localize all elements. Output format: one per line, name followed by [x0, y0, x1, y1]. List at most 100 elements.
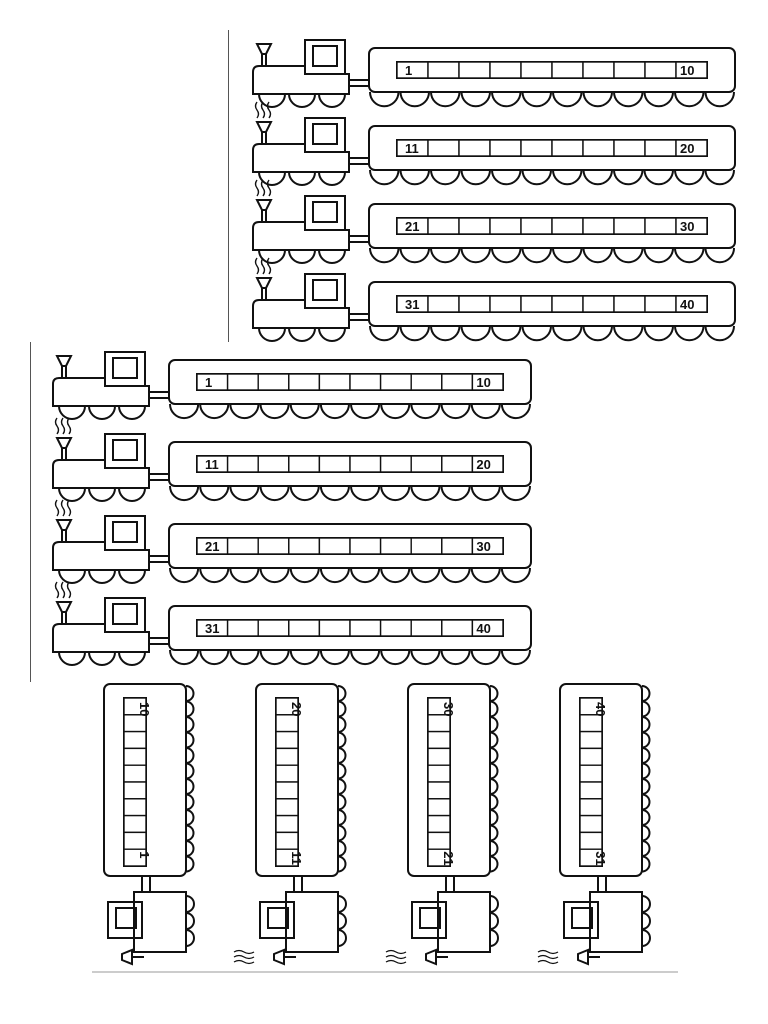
end-number: 40	[476, 621, 490, 636]
wheel-icon	[470, 485, 501, 501]
number-cell	[579, 831, 603, 850]
wheel-icon	[440, 567, 471, 584]
wheel-icon	[582, 247, 613, 264]
number-cell	[318, 619, 351, 637]
wheel-icon	[185, 929, 195, 947]
wheel-icon	[641, 778, 651, 795]
wheel-icon	[704, 169, 735, 186]
wheel-icon	[380, 485, 411, 501]
wheel-icon	[259, 485, 290, 502]
wheel-icon	[521, 325, 552, 342]
wheel-icon	[489, 778, 499, 795]
number-cell	[196, 373, 229, 391]
number-cell	[675, 295, 708, 313]
number-cell	[582, 139, 615, 157]
wheel-icon	[491, 91, 522, 108]
number-cell	[123, 747, 147, 766]
number-cell	[551, 139, 584, 157]
wheel-icon	[410, 649, 441, 666]
wheel-icon	[289, 649, 320, 665]
smoke-stack-icon	[255, 199, 273, 223]
smoke-icon	[537, 949, 559, 965]
number-cell	[579, 798, 603, 817]
number-cell	[551, 217, 584, 235]
wheel-icon	[489, 762, 499, 780]
train-engine-icon	[563, 891, 643, 953]
smoke-stack-icon	[55, 437, 73, 461]
number-cell	[275, 764, 299, 783]
number-cell	[288, 455, 321, 473]
wheel-icon	[185, 747, 195, 764]
wheel-icon	[88, 651, 116, 666]
number-cell	[675, 217, 708, 235]
number-cell	[123, 764, 147, 783]
end-number: 10	[680, 63, 694, 78]
number-cell	[644, 217, 677, 235]
number-cell	[410, 373, 443, 391]
wheel-icon	[185, 912, 195, 930]
wheel-icon	[118, 651, 146, 666]
wheel-icon	[319, 403, 350, 420]
wheel-icon	[318, 93, 346, 108]
number-cell	[644, 139, 677, 157]
wheel-icon	[641, 855, 651, 873]
number-cell	[613, 139, 646, 157]
number-cell	[471, 619, 504, 637]
number-cell	[551, 295, 584, 313]
wheel-icon	[489, 747, 499, 764]
wheel-icon	[489, 685, 499, 702]
wheel-icon	[337, 840, 347, 857]
number-cell	[349, 373, 382, 391]
number-cell	[441, 619, 474, 637]
wheel-icon	[489, 929, 499, 947]
wheel-icon	[337, 731, 347, 749]
wheel-icon	[350, 403, 381, 420]
wheel-icon	[380, 567, 411, 583]
number-cell	[579, 781, 603, 800]
smoke-icon	[385, 949, 407, 965]
number-cell	[582, 217, 615, 235]
number-cell	[458, 139, 491, 157]
wheel-icon	[489, 855, 499, 873]
wheel-icon	[674, 247, 705, 264]
wheel-icon	[199, 649, 230, 665]
wheel-icon	[88, 569, 116, 584]
number-cell	[427, 295, 460, 313]
wheel-icon	[430, 169, 461, 186]
smoke-stack-icon	[55, 355, 73, 379]
wheel-icon	[399, 325, 430, 342]
number-cell	[410, 455, 443, 473]
end-number: 40	[680, 297, 694, 312]
wheel-icon	[58, 487, 86, 502]
wheel-icon	[319, 649, 350, 666]
wheel-icon	[470, 567, 501, 583]
number-cell	[396, 61, 429, 79]
number-cell	[349, 537, 382, 555]
number-cell	[123, 831, 147, 850]
end-number: 30	[680, 219, 694, 234]
wheel-icon	[88, 487, 116, 502]
wheel-icon	[641, 912, 651, 930]
smoke-stack-icon	[577, 948, 600, 966]
wheel-icon	[229, 649, 260, 666]
number-cell	[288, 619, 321, 637]
wheel-icon	[199, 567, 230, 583]
number-cell	[613, 295, 646, 313]
train-engine-icon	[107, 891, 187, 953]
number-cell	[520, 217, 553, 235]
start-number: 1	[137, 851, 152, 858]
wheel-icon	[229, 485, 260, 502]
number-cell	[318, 373, 351, 391]
wheel-icon	[613, 169, 644, 186]
